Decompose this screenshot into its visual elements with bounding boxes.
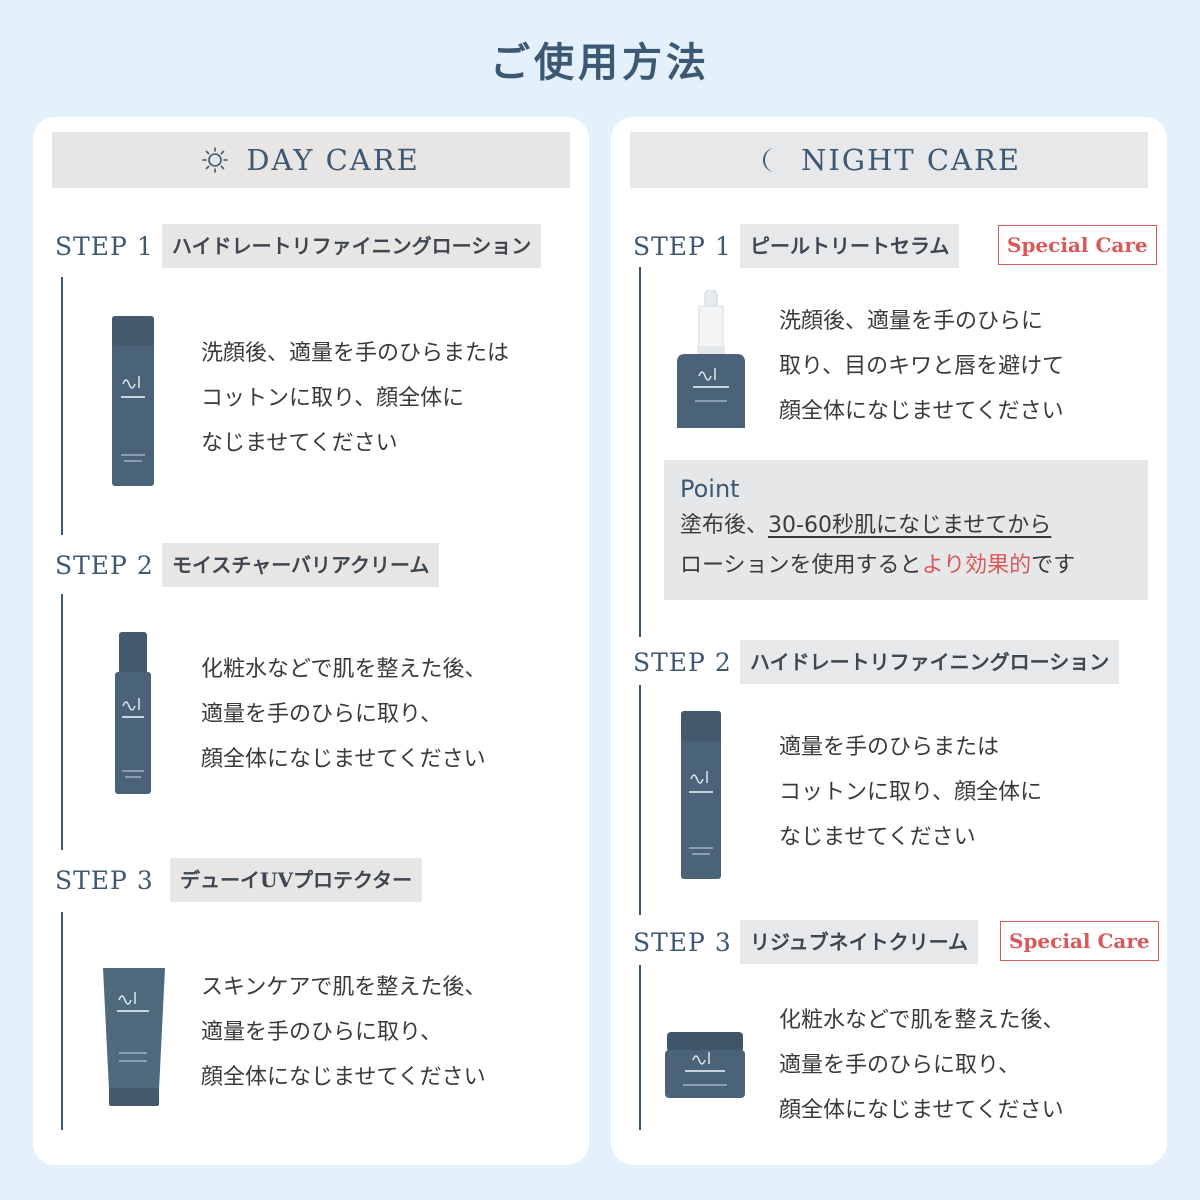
- night-step-2: STEP 2: [633, 640, 732, 684]
- day-step-3-description: スキンケアで肌を整えた後、 適量を手のひらに取り、 顔全体になじませてください: [201, 975, 487, 1090]
- point-label: Point: [680, 475, 740, 503]
- step-label: STEP 2: [633, 647, 732, 677]
- lotion-bottle-image: [679, 711, 723, 883]
- day-step-2: STEP 2: [55, 543, 154, 587]
- lotion-bottle-image: [110, 316, 156, 490]
- special-care-badge: Special Care: [1000, 921, 1159, 961]
- night-care-header: NIGHT CARE: [630, 132, 1148, 188]
- night-step-3: STEP 3: [633, 920, 732, 964]
- step-label: STEP 3: [633, 927, 732, 957]
- night-step-1-product-name: ピールトリートセラム: [740, 224, 960, 268]
- night-care-card: NIGHT CARE STEP 1 ピールトリートセラム Special Car…: [611, 117, 1167, 1165]
- step-label: STEP 3: [55, 865, 154, 895]
- step-divider-line: [61, 594, 63, 850]
- day-step-2-product-name: モイスチャーバリアクリーム: [162, 543, 440, 587]
- cream-jar-image: [665, 1032, 745, 1102]
- serum-dropper-image: [675, 289, 747, 434]
- sun-icon: [202, 147, 229, 173]
- step-divider-line: [639, 965, 641, 1130]
- step-divider-line: [639, 267, 641, 637]
- day-care-card: DAY CARE STEP 1 ハイドレートリファイニングローション 洗顔後、適…: [33, 117, 589, 1165]
- day-step-3-product-name: デューイUVプロテクター: [170, 858, 423, 902]
- day-step-1-description: 洗顔後、適量を手のひらまたは コットンに取り、顔全体に なじませてください: [201, 341, 510, 456]
- night-care-title: NIGHT CARE: [801, 143, 1021, 177]
- page-title: ご使用方法: [490, 39, 710, 86]
- day-step-2-description: 化粧水などで肌を整えた後、 適量を手のひらに取り、 顔全体になじませてください: [201, 657, 487, 772]
- point-line-2: ローションを使用するとより効果的です: [680, 553, 1076, 578]
- step-divider-line: [61, 912, 63, 1130]
- special-care-badge: Special Care: [998, 225, 1157, 265]
- day-step-1: STEP 1: [55, 224, 154, 268]
- day-step-1-product-name: ハイドレートリファイニングローション: [162, 224, 542, 268]
- step-label: STEP 1: [55, 231, 154, 261]
- step-divider-line: [61, 277, 63, 535]
- night-step-3-product-name: リジュブネイトクリーム: [740, 920, 978, 964]
- point-note-box: Point 塗布後、30-60秒肌になじませてから ローションを使用するとより効…: [664, 460, 1148, 600]
- step-label: STEP 2: [55, 550, 154, 580]
- moon-icon: [763, 148, 775, 172]
- day-care-title: DAY CARE: [246, 143, 420, 177]
- night-step-3-description: 化粧水などで肌を整えた後、 適量を手のひらに取り、 顔全体になじませてください: [779, 1008, 1065, 1123]
- cream-bottle-image: [113, 632, 153, 798]
- day-care-header: DAY CARE: [52, 132, 570, 188]
- uv-tube-image: [101, 968, 167, 1110]
- night-step-1: STEP 1: [633, 224, 732, 268]
- point-line-1: 塗布後、30-60秒肌になじませてから: [680, 513, 1052, 538]
- step-divider-line: [639, 685, 641, 915]
- night-step-1-description: 洗顔後、適量を手のひらに 取り、目のキワと唇を避けて 顔全体になじませてください: [779, 309, 1065, 424]
- night-step-2-product-name: ハイドレートリファイニングローション: [740, 640, 1120, 684]
- night-step-2-description: 適量を手のひらまたは コットンに取り、顔全体に なじませてください: [779, 735, 1043, 850]
- step-label: STEP 1: [633, 231, 732, 261]
- day-step-3: STEP 3: [55, 858, 154, 902]
